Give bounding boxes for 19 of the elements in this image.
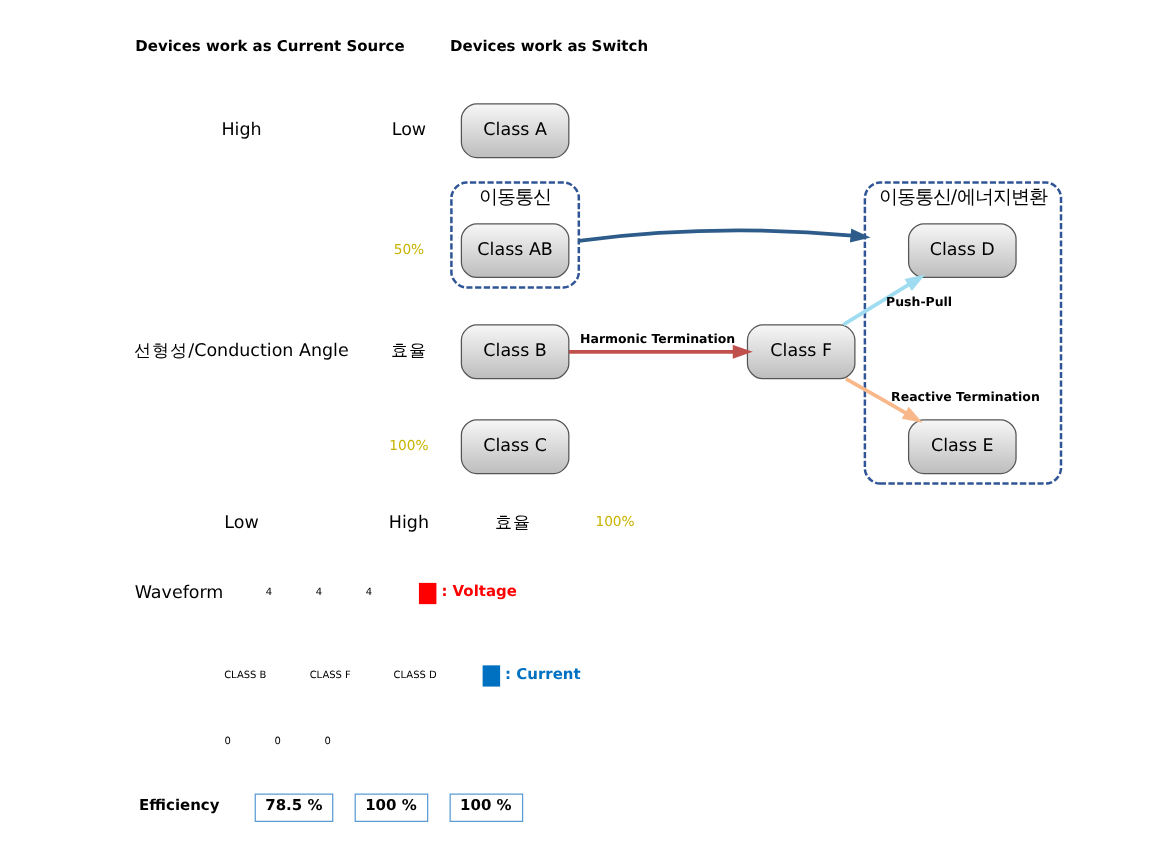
label: 효율	[389, 342, 426, 363]
label: High	[220, 121, 261, 142]
label: 선형성/Conduction Angle	[133, 342, 348, 363]
node-box: Class F	[745, 324, 855, 380]
label: Low	[390, 121, 426, 142]
node-box: Class E	[907, 419, 1016, 475]
arrow	[841, 274, 925, 327]
node-box: Class D	[907, 223, 1016, 279]
node-box: Class B	[459, 324, 569, 380]
label: High	[387, 513, 428, 534]
label: 효율	[493, 513, 530, 534]
label: Waveform	[133, 583, 223, 604]
node-box: Class C	[459, 419, 569, 475]
node-box: Class A	[459, 103, 569, 159]
label: Low	[223, 513, 258, 534]
arrow	[577, 228, 870, 243]
arrow	[844, 377, 922, 423]
arrow	[567, 344, 752, 359]
node-box: Class AB	[459, 223, 569, 279]
